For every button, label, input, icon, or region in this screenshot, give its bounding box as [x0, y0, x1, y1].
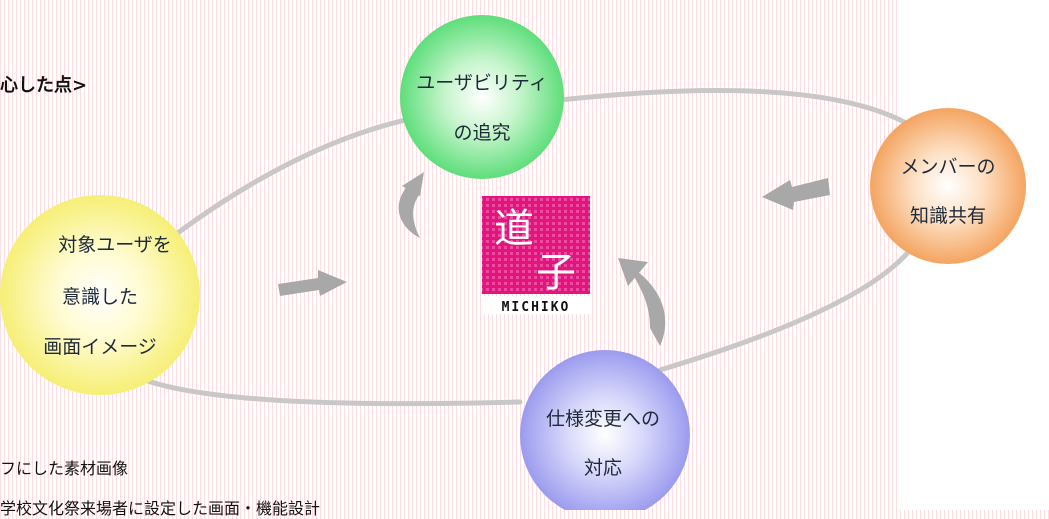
michiko-logo: 道 子 MICHIKO	[482, 196, 590, 315]
orbit-curve	[657, 247, 913, 373]
arrow-right-icon	[278, 270, 347, 296]
logo-kanji-top: 道	[494, 206, 534, 252]
curved-arrow-icon	[398, 172, 424, 238]
node-target	[0, 195, 200, 395]
section-heading: 心した点>	[0, 75, 88, 96]
arrow-left-icon	[762, 178, 830, 210]
curved-arrow-icon	[618, 258, 666, 346]
node-spec	[520, 350, 690, 510]
node-knowledge-line1: メンバーの	[900, 156, 995, 178]
node-usability-line2: の追究	[453, 122, 510, 144]
orbit-curve	[557, 88, 928, 138]
logo-kanji-bottom: 子	[536, 250, 576, 296]
node-knowledge	[870, 108, 1026, 264]
node-usability	[400, 15, 564, 179]
logo-text: MICHIKO	[502, 300, 571, 315]
node-target-line2: 意識した	[62, 286, 138, 308]
logo-background	[482, 196, 590, 294]
node-knowledge-line2: 知識共有	[910, 205, 986, 227]
note-material-image: フにした素材画像	[0, 459, 129, 478]
node-target-line3: 画面イメージ	[43, 336, 157, 358]
node-spec-line1: 仕様変更への	[546, 408, 660, 430]
node-target-line1: 対象ユーザを	[58, 234, 172, 256]
node-spec-line2: 対応	[584, 457, 622, 479]
orbit-curve	[142, 377, 523, 407]
node-usability-line1: ユーザビリティ	[416, 72, 547, 94]
